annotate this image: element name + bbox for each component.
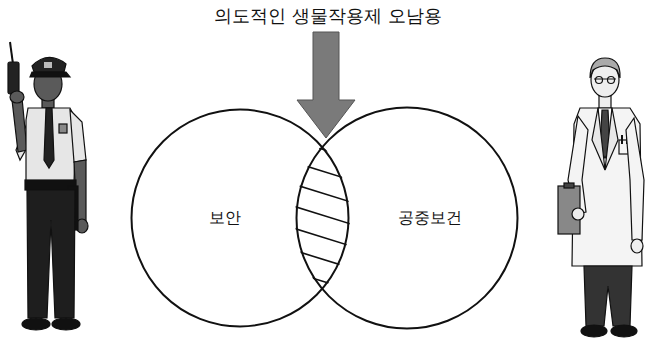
venn-circle: 공중보건 <box>295 106 519 330</box>
doctor <box>558 58 644 337</box>
down-arrow <box>297 32 355 138</box>
diagram-title: 의도적인 생물작용제 오남용 <box>214 4 441 28</box>
circle-label: 보안 <box>209 208 241 229</box>
circle-label: 공중보건 <box>398 208 462 229</box>
circle-outline <box>297 108 518 329</box>
venn-circle: 보안 <box>130 108 350 328</box>
circle-outline <box>132 110 349 327</box>
police-officer <box>8 42 88 330</box>
